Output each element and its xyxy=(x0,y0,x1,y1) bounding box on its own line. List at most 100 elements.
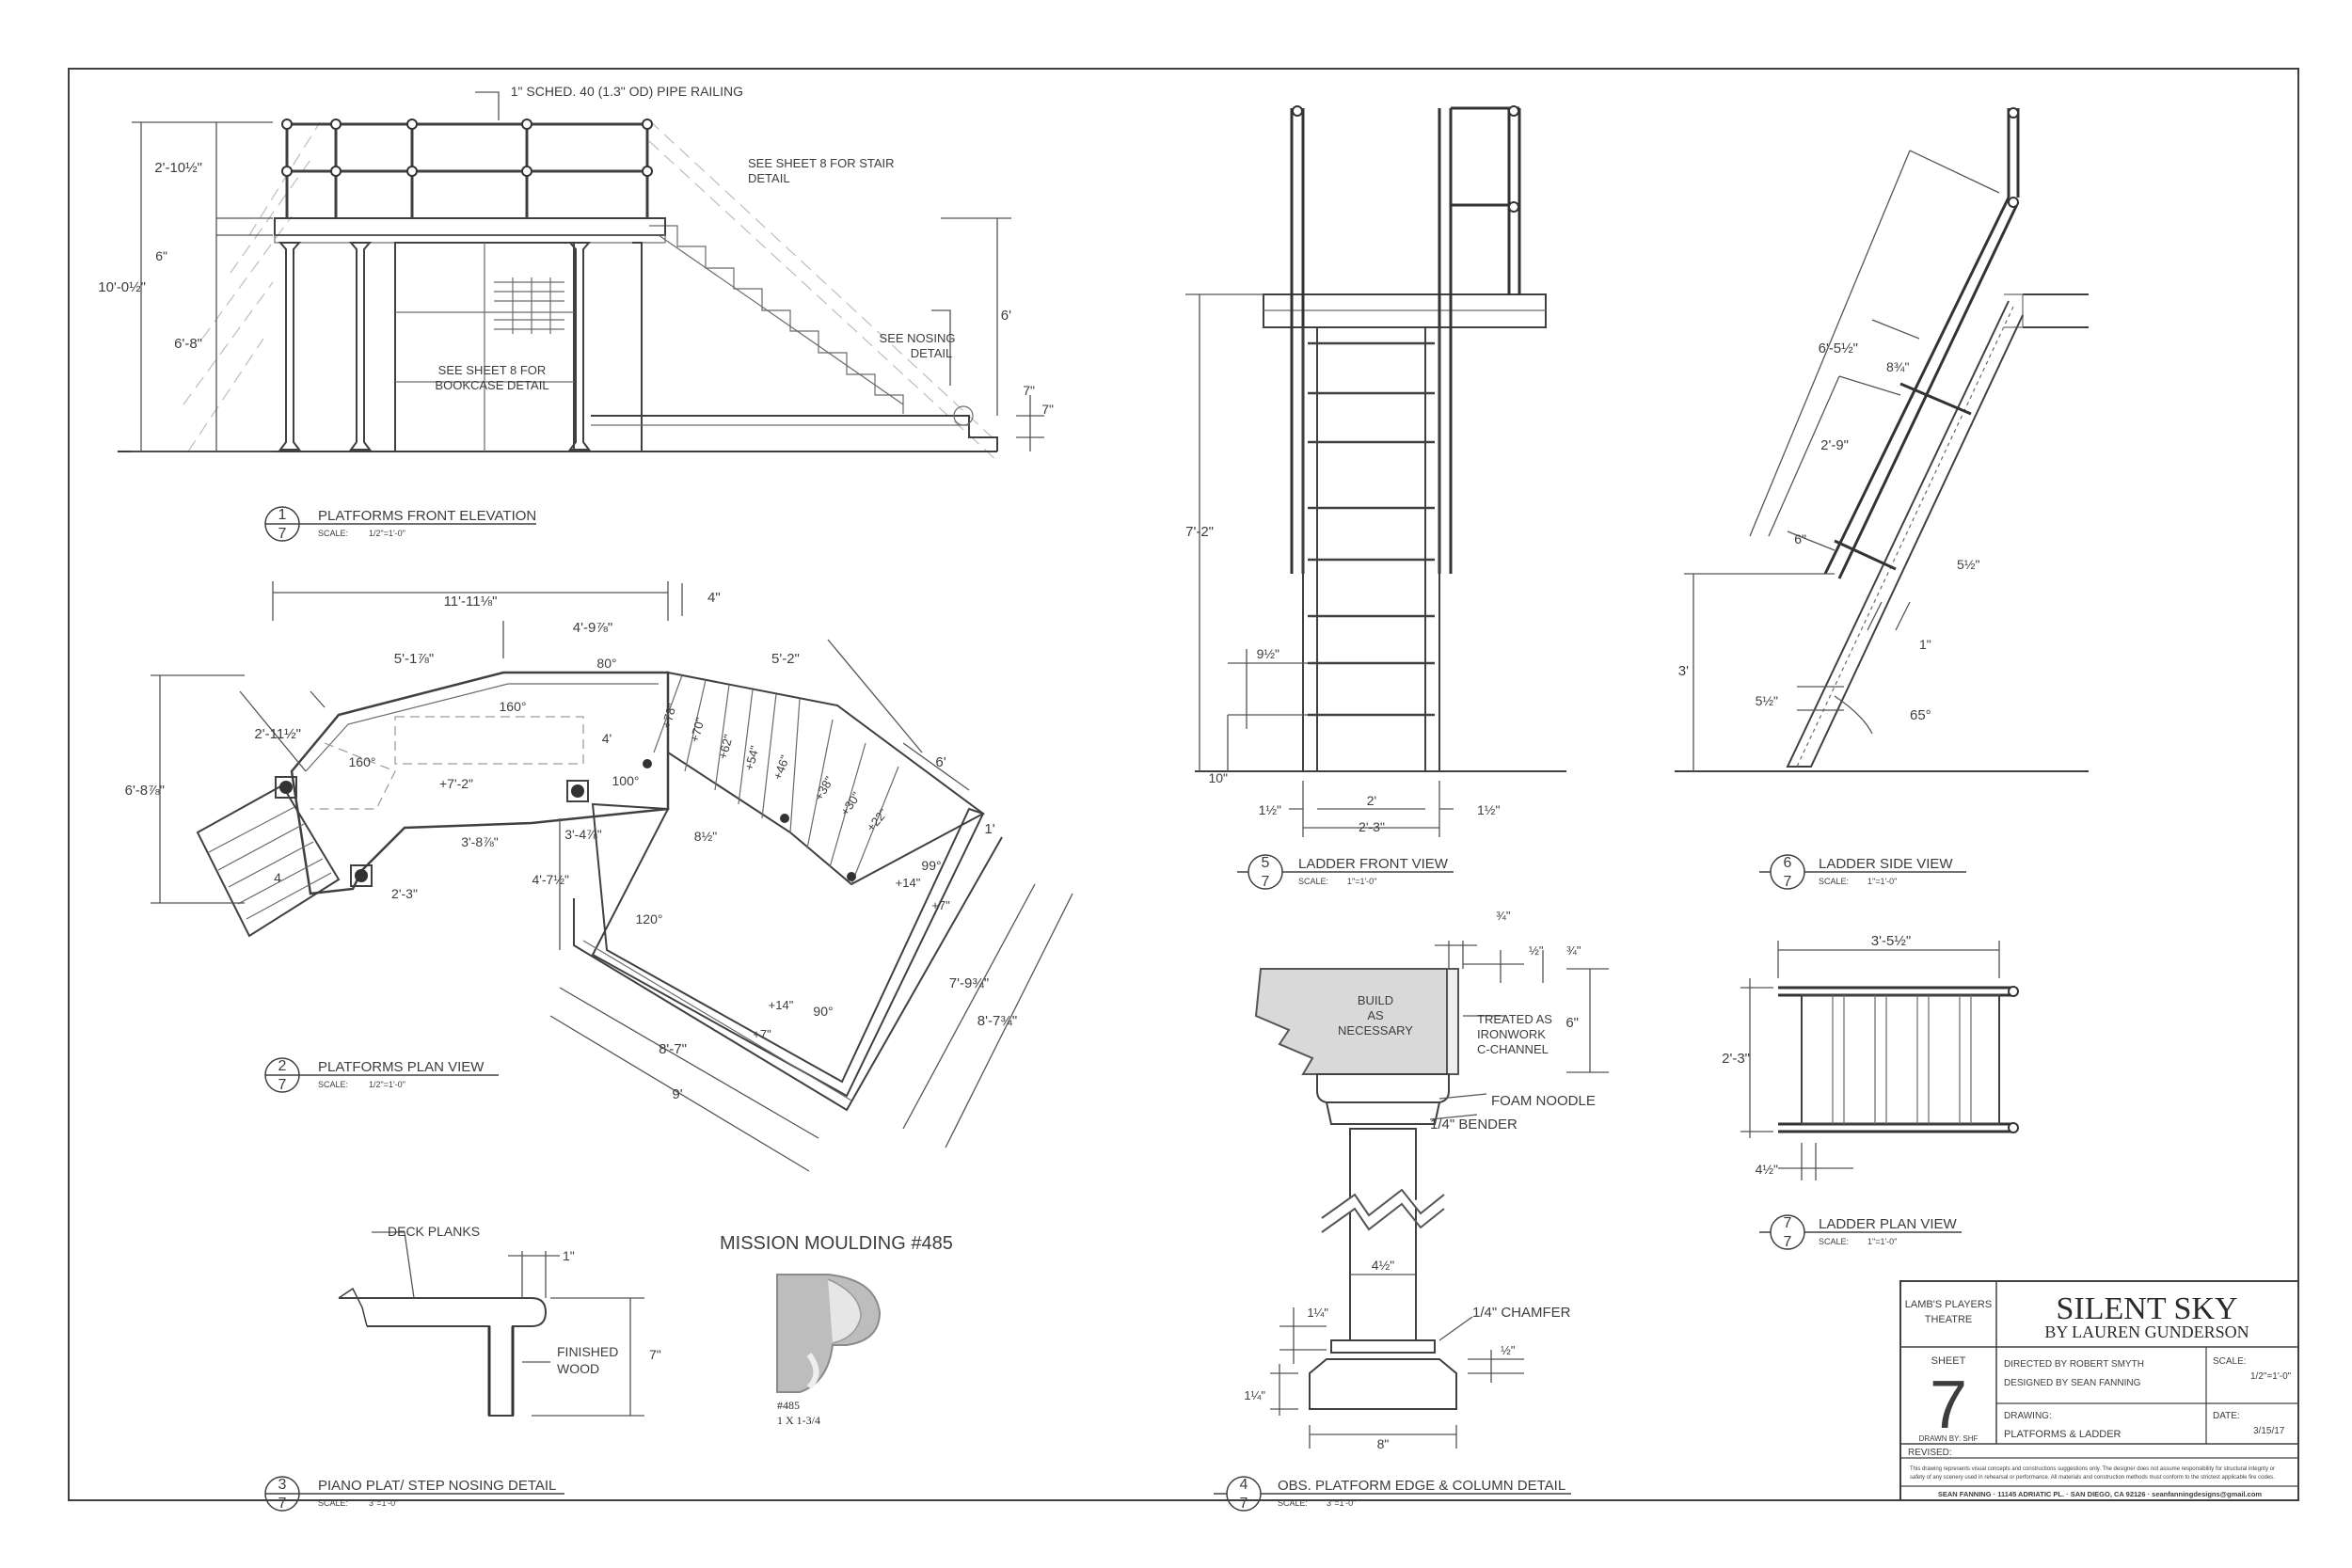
dim-plan-8-7b: 8'-7¾" xyxy=(977,1013,1017,1029)
view-label-3: 3 7 PIANO PLAT/ STEP NOSING DETAIL SCALE… xyxy=(264,1476,564,1512)
view-label-2: 2 7 PLATFORMS PLAN VIEW SCALE: 1/2"=1'-0… xyxy=(264,1057,499,1093)
build-note-1: BUILD xyxy=(1358,993,1393,1007)
dim-plan-nine: 9' xyxy=(672,1086,682,1102)
angle-100: 100° xyxy=(612,773,640,788)
treated-note-1: TREATED AS xyxy=(1477,1012,1552,1026)
mission-moulding: MISSION MOULDING #485 #485 1 X 1-3/4 xyxy=(720,1233,953,1427)
view-2-sheet: 7 xyxy=(278,1077,287,1093)
dim-depth-4: 4' xyxy=(602,731,612,746)
stair-detail-note-1: SEE SHEET 8 FOR STAIR xyxy=(748,156,895,170)
bookcase-note-1: SEE SHEET 8 FOR xyxy=(438,363,547,377)
view-label-5: 5 7 LADDER FRONT VIEW SCALE: 1"=1'-0" xyxy=(1237,854,1454,890)
treated-note-2: IRONWORK xyxy=(1477,1027,1546,1041)
side-dim-5: 5½" xyxy=(1957,557,1979,572)
dim-plan-left-w: 2'-11½" xyxy=(254,726,301,742)
side-angle: 65° xyxy=(1910,707,1931,723)
view-3-number: 3 xyxy=(278,1477,287,1493)
view-7-scale-label: SCALE: xyxy=(1819,1237,1849,1246)
view-4-scale: 3"=1'-0" xyxy=(1327,1498,1356,1508)
view-5-number: 5 xyxy=(1262,855,1270,871)
dim-deck-thickness: 6" xyxy=(155,248,167,263)
plan-plus7-b: +7" xyxy=(753,1027,771,1041)
sheet-number: 7 xyxy=(1930,1368,1967,1443)
angle-80: 80° xyxy=(596,656,616,671)
dim-step-1: 7" xyxy=(1023,383,1035,398)
finished-wood-note-1: FINISHED xyxy=(557,1344,618,1359)
view-3-title: PIANO PLAT/ STEP NOSING DETAIL xyxy=(318,1478,556,1494)
view-label-6: 6 7 LADDER SIDE VIEW SCALE: 1"=1'-0" xyxy=(1759,854,1966,890)
step-62: +62" xyxy=(715,733,735,761)
scale-value: 1/2"=1'-0" xyxy=(2250,1371,2292,1382)
platforms-plan-view: 11'-11⅛" 5'-1⅞" 4'-9⅞" 4" 5'-2" 2'-11½" … xyxy=(125,581,1073,1172)
plan-plus14-b: +14" xyxy=(769,998,794,1012)
build-note-3: NECESSARY xyxy=(1338,1023,1413,1037)
col-dim-e: 4½" xyxy=(1372,1258,1394,1273)
view-4-title: OBS. PLATFORM EDGE & COLUMN DETAIL xyxy=(1278,1478,1565,1494)
dim-plan-3-8: 3'-8⅞" xyxy=(461,834,499,849)
view-1-scale: 1/2"=1'-0" xyxy=(369,529,405,538)
directed-by: DIRECTED BY ROBERT SMYTH xyxy=(2004,1359,2144,1370)
angle-99: 99° xyxy=(921,858,941,873)
title-block: LAMB'S PLAYERS THEATRE SILENT SKY BY LAU… xyxy=(1899,1280,2299,1501)
view-6-sheet: 7 xyxy=(1784,874,1792,890)
col-dim-a: ¾" xyxy=(1496,909,1511,923)
designed-by: DESIGNED BY SEAN FANNING xyxy=(2004,1378,2141,1388)
col-dim-g: ½" xyxy=(1501,1343,1516,1357)
bookcase-note-2: BOOKCASE DETAIL xyxy=(435,378,548,392)
view-4-scale-label: SCALE: xyxy=(1278,1498,1308,1508)
sheet-border xyxy=(68,68,2299,1501)
view-4-number: 4 xyxy=(1240,1477,1248,1493)
dim-rail-height: 2'-10½" xyxy=(154,160,202,176)
view-7-title: LADDER PLAN VIEW xyxy=(1819,1216,1958,1232)
dim-plan-height: 6'-8⅞" xyxy=(125,783,165,799)
plan-small-four: 4 xyxy=(274,870,281,885)
view-6-title: LADDER SIDE VIEW xyxy=(1819,856,1953,872)
view-3-sheet: 7 xyxy=(278,1496,287,1512)
side-dim-r1: 1" xyxy=(1919,637,1931,652)
side-dim-r2: 5½" xyxy=(1756,693,1778,708)
view-2-title: PLATFORMS PLAN VIEW xyxy=(318,1059,485,1075)
footer-address: SEAN FANNING · 11145 ADRIATIC PL. · SAN … xyxy=(1938,1490,2263,1498)
nosing-note-1: SEE NOSING xyxy=(880,331,956,345)
view-label-7: 7 7 LADDER PLAN VIEW SCALE: 1"=1'-0" xyxy=(1759,1214,1962,1250)
moulding-title: MISSION MOULDING #485 xyxy=(720,1233,953,1254)
angle-120: 120° xyxy=(636,911,663,927)
dim-total-height: 10'-0½" xyxy=(98,279,146,295)
view-1-sheet: 7 xyxy=(278,526,287,542)
view-1-number: 1 xyxy=(278,507,287,523)
build-note-2: AS xyxy=(1367,1008,1384,1022)
col-dim-c: ¾" xyxy=(1566,943,1581,958)
sheet-label: SHEET xyxy=(1931,1355,1966,1367)
view-4-sheet: 7 xyxy=(1240,1496,1248,1512)
revised-label: REVISED: xyxy=(1908,1448,1952,1458)
col-dim-d: 6" xyxy=(1565,1015,1579,1031)
dim-plan-gap: 4" xyxy=(707,590,721,606)
side-dim-1: 6'-5½" xyxy=(1819,341,1858,356)
dim-step-2: 7" xyxy=(1041,402,1054,417)
view-3-scale-label: SCALE: xyxy=(318,1498,348,1508)
date-value: 3/15/17 xyxy=(2253,1426,2285,1436)
ladder-height: 7'-2" xyxy=(1185,524,1214,540)
ladder-side-right: 1½" xyxy=(1477,802,1500,817)
bender-note: 1/4" BENDER xyxy=(1430,1117,1518,1132)
finished-wood-note-2: WOOD xyxy=(557,1361,599,1376)
dim-plan-stair-len: 5'-2" xyxy=(771,651,800,667)
angle-160-b: 160° xyxy=(349,754,376,769)
drawing-value: PLATFORMS & LADDER xyxy=(2004,1429,2122,1440)
step-78: +78" xyxy=(659,702,678,730)
dim-plan-one: 1' xyxy=(984,821,994,837)
view-3-scale: 3"=1'-0" xyxy=(369,1498,398,1508)
col-dim-w: 8" xyxy=(1377,1436,1390,1451)
platforms-front-elevation: 1" SCHED. 40 (1.3" OD) PIPE RAILING SEE … xyxy=(98,84,1054,462)
dim-plan-7-9: 7'-9¾" xyxy=(949,975,989,991)
step-46: +46" xyxy=(771,752,792,782)
foam-noodle-note: FOAM NOODLE xyxy=(1491,1093,1596,1109)
ladder-width-outer: 2'-3" xyxy=(1359,819,1385,834)
stair-detail-note-2: DETAIL xyxy=(748,171,790,185)
show-title: SILENT SKY xyxy=(2057,1291,2238,1326)
pipe-railing-note: 1" SCHED. 40 (1.3" OD) PIPE RAILING xyxy=(511,84,743,99)
drawing-label: DRAWING: xyxy=(2004,1411,2052,1421)
side-dim-3: 2'-9" xyxy=(1820,437,1849,453)
dim-right-height: 6' xyxy=(1001,308,1011,324)
